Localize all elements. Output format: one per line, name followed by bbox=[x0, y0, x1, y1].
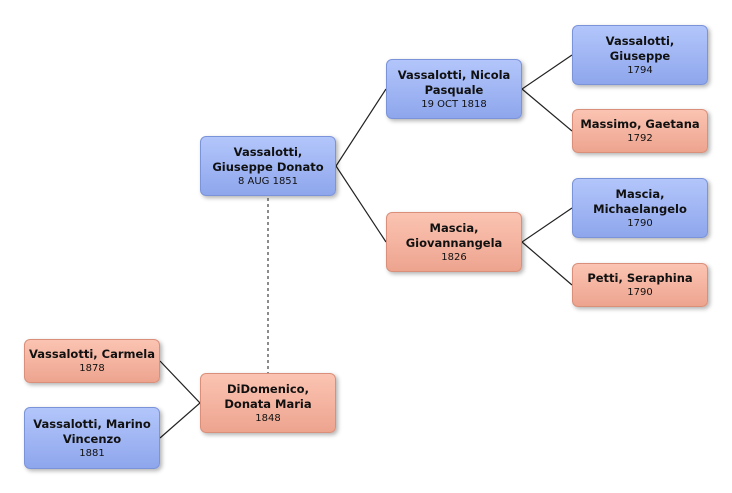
person-name: Petti, Seraphina bbox=[587, 271, 693, 285]
person-date: 1790 bbox=[627, 287, 653, 298]
person-date: 1790 bbox=[627, 217, 653, 229]
person-name: Vassalotti, Giuseppe Donato bbox=[212, 144, 324, 174]
person-date: 1881 bbox=[79, 447, 105, 459]
person-card-nicola-pasquale[interactable]: Vassalotti, Nicola Pasquale 19 OCT 1818 bbox=[386, 59, 522, 119]
person-date: 1848 bbox=[255, 412, 281, 424]
person-card-carmela[interactable]: Vassalotti, Carmela 1878 bbox=[24, 339, 160, 383]
connector-nicola-pasquale-parents bbox=[521, 54, 573, 132]
person-date: 19 OCT 1818 bbox=[421, 98, 487, 110]
person-card-seraphina[interactable]: Petti, Seraphina 1790 bbox=[572, 263, 708, 307]
person-date: 8 AUG 1851 bbox=[237, 175, 299, 187]
person-card-giuseppe[interactable]: Vassalotti, Giuseppe 1794 bbox=[572, 25, 708, 85]
person-name: Mascia, Giovannangela bbox=[405, 220, 503, 250]
person-date: 1878 bbox=[79, 363, 105, 374]
person-date: 1792 bbox=[627, 133, 653, 144]
connector-giovannangela-parents bbox=[521, 207, 573, 286]
person-name: Vassalotti, Carmela bbox=[29, 347, 155, 361]
person-card-michaelangelo[interactable]: Mascia, Michaelangelo 1790 bbox=[572, 178, 708, 238]
person-card-donata-maria[interactable]: DiDomenico, Donata Maria 1848 bbox=[200, 373, 336, 433]
person-date: 1826 bbox=[441, 251, 467, 263]
person-name: Vassalotti, Nicola Pasquale bbox=[397, 67, 511, 97]
person-card-gaetana[interactable]: Massimo, Gaetana 1792 bbox=[572, 109, 708, 153]
person-card-giovannangela[interactable]: Mascia, Giovannangela 1826 bbox=[386, 212, 522, 272]
connector-giuseppe-donato-parents bbox=[335, 88, 387, 243]
connector-donata-children bbox=[159, 360, 201, 439]
person-name: Vassalotti, Marino Vincenzo bbox=[33, 416, 151, 446]
person-name: Mascia, Michaelangelo bbox=[593, 186, 687, 216]
person-name: Massimo, Gaetana bbox=[580, 117, 700, 131]
person-card-marino-vincenzo[interactable]: Vassalotti, Marino Vincenzo 1881 bbox=[24, 407, 160, 469]
person-name: Vassalotti, Giuseppe bbox=[605, 33, 675, 63]
person-card-giuseppe-donato[interactable]: Vassalotti, Giuseppe Donato 8 AUG 1851 bbox=[200, 136, 336, 196]
person-date: 1794 bbox=[627, 64, 653, 76]
person-name: DiDomenico, Donata Maria bbox=[224, 381, 312, 411]
